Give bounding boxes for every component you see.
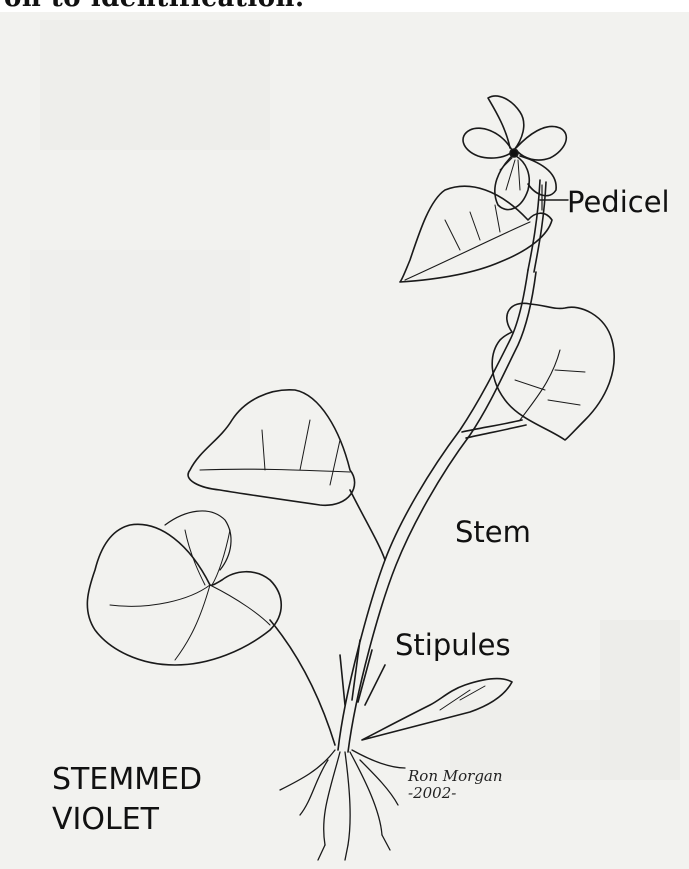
- label-stipules: Stipules: [395, 628, 511, 662]
- illustration-title: STEMMED VIOLET: [52, 760, 202, 840]
- right-leaf-petiole: [462, 420, 522, 432]
- title-line-1: STEMMED: [52, 760, 202, 800]
- violet-flower: [463, 96, 566, 210]
- upper-left-leaf: [188, 390, 355, 505]
- upper-left-petiole: [350, 490, 385, 560]
- roots: [280, 750, 405, 860]
- signature-name: Ron Morgan: [408, 768, 503, 785]
- right-leaf: [492, 303, 614, 440]
- lower-left-leaf: [87, 524, 281, 665]
- scan-background-marks: [30, 20, 680, 780]
- artist-signature: Ron Morgan -2002-: [408, 768, 503, 802]
- label-stem: Stem: [455, 515, 531, 549]
- lower-left-petiole: [270, 620, 335, 745]
- label-pedicel: Pedicel: [567, 185, 670, 219]
- signature-year: -2002-: [408, 785, 503, 802]
- title-line-2: VIOLET: [52, 800, 202, 840]
